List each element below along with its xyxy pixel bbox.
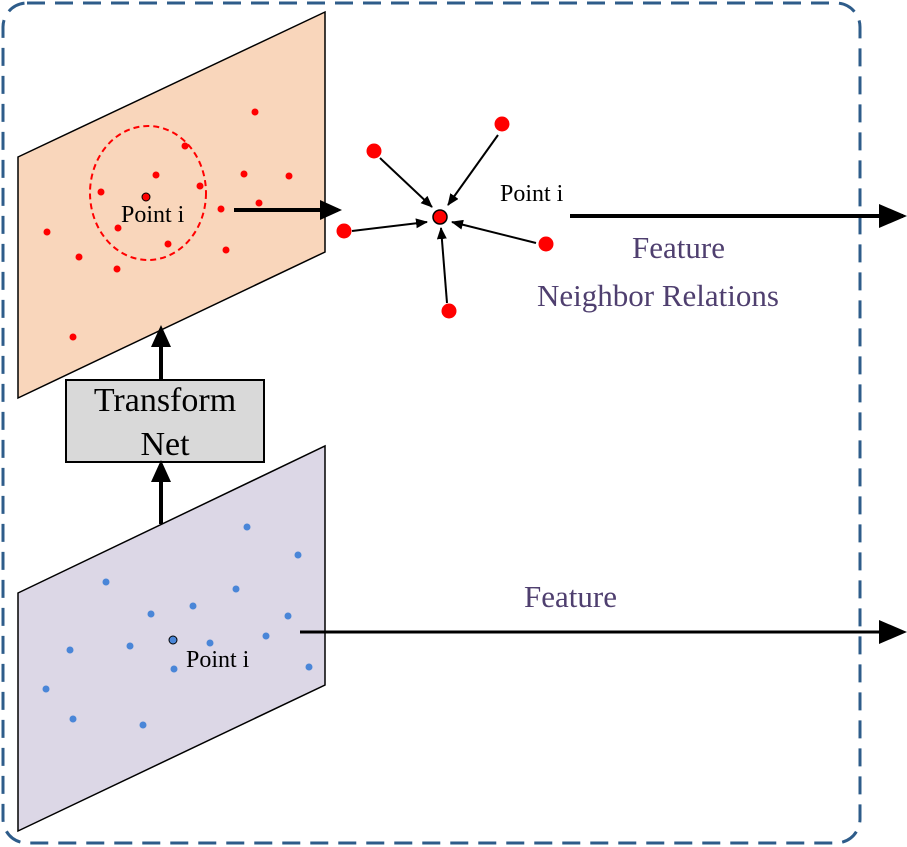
bottom-plane-points xyxy=(42,523,313,729)
blue-point xyxy=(69,715,77,723)
blue-point xyxy=(42,685,50,693)
point-label-bottom: Point i xyxy=(186,647,250,673)
red-point xyxy=(113,265,121,273)
outer-dashed-frame xyxy=(1,1,862,845)
neighbor-edge xyxy=(379,157,433,208)
blue-point xyxy=(66,646,74,654)
blue-point xyxy=(232,585,240,593)
feature-label-top: Feature xyxy=(632,230,725,265)
red-point xyxy=(196,182,204,190)
red-point xyxy=(240,170,248,178)
blue-point xyxy=(294,551,302,559)
point-label-top: Point i xyxy=(121,202,185,228)
blue-point xyxy=(139,721,147,729)
red-point xyxy=(181,142,189,150)
red-point xyxy=(97,188,105,196)
red-point xyxy=(255,199,263,207)
blue-point xyxy=(305,663,313,671)
neighbor-edge xyxy=(447,134,499,206)
red-point xyxy=(164,240,172,248)
red-point xyxy=(285,172,293,180)
feature-label-bottom: Feature xyxy=(524,579,617,614)
red-point xyxy=(43,228,51,236)
blue-point xyxy=(126,642,134,650)
blue-point xyxy=(189,602,197,610)
blue-point xyxy=(170,665,178,673)
red-point xyxy=(152,171,160,179)
blue-point xyxy=(243,523,251,531)
red-point xyxy=(114,224,122,232)
neighbor-point xyxy=(366,143,382,159)
neighbor-point xyxy=(494,116,510,132)
transform-net-line2: Net xyxy=(140,426,190,463)
red-point xyxy=(222,246,230,254)
neighborhood-circle xyxy=(89,125,207,261)
red-point xyxy=(251,108,259,116)
red-point xyxy=(75,253,83,261)
red-point xyxy=(69,333,77,341)
neighbor-edge xyxy=(451,219,537,244)
blue-point xyxy=(102,578,110,586)
top-plane-points xyxy=(43,108,293,341)
center-point-bottom xyxy=(168,635,178,645)
red-point xyxy=(217,205,225,213)
blue-point xyxy=(262,632,270,640)
neighbor-edge xyxy=(351,218,428,232)
neighbor-relations-label: Neighbor Relations xyxy=(537,278,779,313)
blue-point xyxy=(284,612,292,620)
top-feature-plane xyxy=(17,10,326,400)
neighbor-graph xyxy=(336,116,554,319)
neighbor-point xyxy=(538,236,554,252)
neighbor-edge xyxy=(436,227,448,304)
point-label-neighbors: Point i xyxy=(500,181,564,207)
center-point-graph xyxy=(432,209,448,225)
neighbor-point xyxy=(336,223,352,239)
neighbor-point xyxy=(441,303,457,319)
blue-point xyxy=(147,610,155,618)
transform-net-line1: Transform xyxy=(94,382,236,419)
blue-point xyxy=(206,639,214,647)
center-point-top xyxy=(141,192,151,202)
